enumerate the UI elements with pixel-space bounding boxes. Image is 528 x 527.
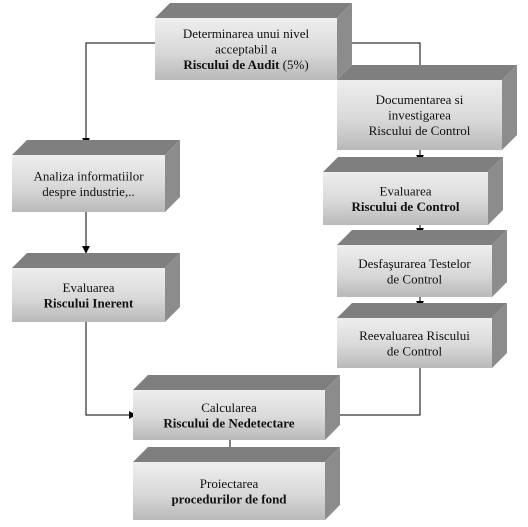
box-label-bold: Riscului de Nedetectare xyxy=(163,415,294,430)
box-front-face xyxy=(337,80,502,150)
box-label-text: Riscului de Control xyxy=(369,123,471,138)
box-label-text: Determinarea unui nivel xyxy=(183,26,310,41)
box-front-face xyxy=(337,245,492,297)
box-side-face xyxy=(165,140,180,212)
box-label-text: Documentarea si xyxy=(376,92,464,107)
box-side-face xyxy=(502,65,517,150)
box-label-line: investigarea xyxy=(388,108,451,123)
box-label-text: de Control xyxy=(387,343,443,358)
box-front-face xyxy=(133,462,325,520)
box-label-line: de Control xyxy=(387,271,443,286)
box-label-line: Calcularea xyxy=(201,400,257,415)
box-label-text: Evaluarea xyxy=(63,280,115,295)
box-label-line: Riscului de Control xyxy=(369,123,471,138)
box-top-face xyxy=(133,447,340,462)
box-label-line: de Control xyxy=(387,343,443,358)
box-label-text: Evaluarea xyxy=(380,183,432,198)
box-front-face xyxy=(133,390,325,440)
box-label-line: Evaluarea xyxy=(63,280,115,295)
box-label-line: Evaluarea xyxy=(380,183,432,198)
box-label-bold: procedurilor de fond xyxy=(171,491,287,506)
box-label-line: Analiza informatiilor xyxy=(33,168,144,183)
box-label-text: acceptabil a xyxy=(215,42,277,57)
box-label-text: despre industrie,.. xyxy=(42,184,134,199)
box-top-face xyxy=(12,140,180,155)
box-label-text: (5%) xyxy=(279,57,308,72)
box-top-face xyxy=(337,303,507,318)
box-label-bold: Riscului de Control xyxy=(351,199,459,214)
box-top-face xyxy=(337,230,507,245)
box-top-face xyxy=(133,375,340,390)
box-label-bold: Riscului de Audit xyxy=(183,57,280,72)
box-label-line: Determinarea unui nivel xyxy=(183,26,310,41)
box-front-face xyxy=(12,268,165,322)
box-side-face xyxy=(492,230,507,297)
box-side-face xyxy=(337,3,352,80)
box-label-text: Analiza informatiilor xyxy=(33,168,144,183)
box-front-face xyxy=(12,155,165,212)
box-side-face xyxy=(492,303,507,368)
box-label-text: Proiectarea xyxy=(200,476,259,491)
box-label-text: investigarea xyxy=(388,108,451,123)
box-side-face xyxy=(325,447,340,520)
box-front-face xyxy=(323,172,488,225)
box-top-face xyxy=(337,65,517,80)
box-top-face xyxy=(12,253,180,268)
box-label-text: de Control xyxy=(387,271,443,286)
box-label-line: Desfaşurarea Testelor xyxy=(358,256,471,271)
box-front-face xyxy=(337,318,492,368)
box-label-line: Riscului Inerent xyxy=(44,295,134,310)
box-label-line: acceptabil a xyxy=(215,42,277,57)
arrow-reevaluation-to-detection xyxy=(325,368,421,419)
box-label-text: Desfaşurarea Testelor xyxy=(358,256,471,271)
box-label-bold: Riscului Inerent xyxy=(44,295,134,310)
box-label-line: Documentarea si xyxy=(376,92,464,107)
box-label-line: Riscului de Control xyxy=(351,199,459,214)
box-side-face xyxy=(325,375,340,440)
box-label-line: Proiectarea xyxy=(200,476,259,491)
box-label-line: Riscului de Audit (5%) xyxy=(183,57,308,72)
arrow-top-to-industry xyxy=(82,42,155,146)
box-label-line: despre industrie,.. xyxy=(42,184,134,199)
box-label-text: Calcularea xyxy=(201,400,257,415)
arrow-inherent-to-detection xyxy=(85,322,137,419)
box-top-face xyxy=(323,157,503,172)
box-side-face xyxy=(488,157,503,225)
box-label-line: Reevaluarea Riscului xyxy=(359,328,470,343)
box-side-face xyxy=(165,253,180,322)
box-label-text: Reevaluarea Riscului xyxy=(359,328,470,343)
box-top-face xyxy=(155,3,352,18)
box-label-line: procedurilor de fond xyxy=(171,491,287,506)
box-front-face xyxy=(155,18,337,80)
box-label-line: Riscului de Nedetectare xyxy=(163,415,294,430)
